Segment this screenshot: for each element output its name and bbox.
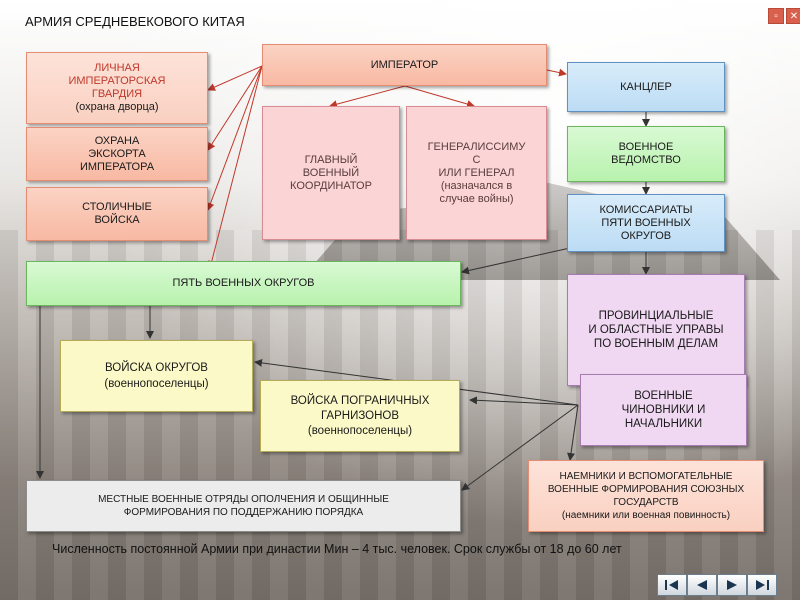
military-dept-line-2: ВЕДОМСТВО	[611, 154, 681, 166]
mercenaries-line-1: НАЕМНИКИ И ВСПОМОГАТЕЛЬНЫЕ	[559, 471, 733, 482]
arrow-emperor-capital	[206, 65, 263, 211]
officials-line-3: НАЧАЛЬНИКИ	[624, 418, 703, 430]
border-troops-line-2: ГАРНИЗОНОВ	[320, 409, 400, 422]
arrow-officials-border-troops	[469, 396, 579, 406]
commissariats-line-1: КОМИССАРИАТЫ	[599, 203, 693, 216]
guard-line-2: ИМПЕРАТОРСКАЯ	[68, 75, 166, 87]
escort-box: ОХРАНА ЭКСКОРТА ИМПЕРАТОРА	[26, 127, 208, 181]
capital-troops-box: СТОЛИЧНЫЕ ВОЙСКА	[26, 187, 208, 241]
mercenaries-line-4: (наемники или военная повинность)	[561, 510, 731, 521]
officials-line-1: ВОЕННЫЕ	[634, 390, 693, 402]
local-units-line-2: ФОРМИРОВАНИЯ ПО ПОДДЕРЖАНИЮ ПОРЯДКА	[123, 507, 364, 518]
arrow-emperor-districts	[207, 65, 263, 269]
provincial-offices-box: ПРОВИНЦИАЛЬНЫЕ И ОБЛАСТНЫЕ УПРАВЫ ПО ВОЕ…	[567, 274, 745, 386]
commissariats-box: КОМИССАРИАТЫ ПЯТИ ВОЕННЫХ ОКРУГОВ	[567, 194, 725, 252]
arrow-emperor-coordinator	[329, 85, 406, 109]
window-controls: ▫ ✕	[768, 8, 800, 24]
officials-line-2: ЧИНОВНИКИ И	[621, 404, 706, 416]
chancellor-label: КАНЦЛЕР	[620, 80, 672, 93]
provincial-line-2: И ОБЛАСТНЫЕ УПРАВЫ	[588, 324, 724, 336]
arrow-emperor-guard	[207, 65, 263, 91]
escort-line-3: ИМПЕРАТОРА	[79, 160, 155, 173]
military-dept-line-1: ВОЕННОЕ	[618, 141, 674, 153]
mercenaries-box: НАЕМНИКИ И ВСПОМОГАТЕЛЬНЫЕ ВОЕННЫЕ ФОРМИ…	[528, 460, 764, 532]
footer-note: Численность постоянной Армии при династи…	[52, 542, 622, 556]
arrow-officials-local	[461, 404, 579, 491]
provincial-line-1: ПРОВИНЦИАЛЬНЫЕ	[598, 310, 714, 322]
local-units-box: МЕСТНЫЕ ВОЕННЫЕ ОТРЯДЫ ОПОЛЧЕНИЯ И ОБЩИН…	[26, 480, 461, 532]
emperor-label: ИМПЕРАТОР	[370, 58, 439, 71]
provincial-line-3: ПО ВОЕННЫМ ДЕЛАМ	[593, 338, 719, 350]
window-icon[interactable]: ▫	[768, 8, 784, 24]
guard-line-1: ЛИЧНАЯ	[94, 62, 140, 74]
generalissimo-box: ГЕНЕРАЛИССИМУ С ИЛИ ГЕНЕРАЛ (назначался …	[406, 106, 547, 240]
personal-guard-box: ЛИЧНАЯ ИМПЕРАТОРСКАЯ ГВАРДИЯ (охрана дво…	[26, 52, 208, 124]
district-troops-line-1: ВОЙСКА ОКРУГОВ	[105, 362, 208, 374]
military-department-box: ВОЕННОЕ ВЕДОМСТВО	[567, 126, 725, 182]
capital-line-2: ВОЙСКА	[94, 214, 140, 226]
coordinator-box: ГЛАВНЫЙ ВОЕННЫЙ КООРДИНАТОР	[262, 106, 400, 240]
coordinator-line-2: ВОЕННЫЙ	[302, 166, 360, 179]
coordinator-line-1: ГЛАВНЫЙ	[304, 153, 358, 166]
last-slide-icon[interactable]	[747, 574, 777, 596]
generalissimo-line-3: ИЛИ ГЕНЕРАЛ	[438, 166, 515, 179]
commissariats-line-3: ОКРУГОВ	[620, 229, 672, 242]
border-troops-box: ВОЙСКА ПОГРАНИЧНЫХ ГАРНИЗОНОВ (военнопос…	[260, 380, 460, 452]
guard-line-3: ГВАРДИЯ	[91, 88, 143, 100]
military-officials-box: ВОЕННЫЕ ЧИНОВНИКИ И НАЧАЛЬНИКИ	[580, 374, 747, 446]
next-slide-icon[interactable]	[717, 574, 747, 596]
coordinator-line-3: КООРДИНАТОР	[290, 179, 372, 192]
arrow-commissariats-districts	[461, 247, 571, 275]
first-slide-icon[interactable]	[657, 574, 687, 596]
generalissimo-line-4: (назначался в	[440, 179, 513, 192]
generalissimo-line-5: случае войны)	[439, 192, 514, 205]
emperor-box: ИМПЕРАТОР	[262, 44, 547, 86]
guard-line-4: (охрана дворца)	[75, 101, 159, 113]
arrow-emperor-chancellor	[546, 68, 567, 77]
escort-line-1: ОХРАНА	[94, 134, 140, 147]
escort-line-2: ЭКСКОРТА	[88, 147, 146, 160]
arrow-officials-mercenaries	[567, 404, 579, 461]
district-troops-box: ВОЙСКА ОКРУГОВ (военнопоселенцы)	[60, 340, 253, 412]
arrow-emperor-general	[404, 85, 475, 108]
arrow-emperor-escort	[207, 65, 263, 151]
border-troops-line-3: (военнопоселенцы)	[307, 424, 413, 437]
mercenaries-line-2: ВОЕННЫЕ ФОРМИРОВАНИЯ СОЮЗНЫХ	[547, 484, 745, 495]
capital-line-1: СТОЛИЧНЫЕ	[82, 201, 152, 213]
local-units-line-1: МЕСТНЫЕ ВОЕННЫЕ ОТРЯДЫ ОПОЛЧЕНИЯ И ОБЩИН…	[98, 494, 389, 505]
border-troops-line-1: ВОЙСКА ПОГРАНИЧНЫХ	[290, 394, 430, 407]
generalissimo-line-1: ГЕНЕРАЛИССИМУ	[427, 140, 526, 153]
chancellor-box: КАНЦЛЕР	[567, 62, 725, 112]
previous-slide-icon[interactable]	[687, 574, 717, 596]
close-icon[interactable]: ✕	[786, 8, 800, 24]
five-districts-box: ПЯТЬ ВОЕННЫХ ОКРУГОВ	[26, 261, 461, 306]
mercenaries-line-3: ГОСУДАРСТВ	[613, 497, 679, 508]
district-troops-line-2: (военнопоселенцы)	[104, 378, 209, 390]
generalissimo-line-2: С	[472, 153, 481, 166]
page-title: АРМИЯ СРЕДНЕВЕКОВОГО КИТАЯ	[25, 14, 245, 29]
commissariats-line-2: ПЯТИ ВОЕННЫХ	[601, 216, 691, 229]
five-districts-label: ПЯТЬ ВОЕННЫХ ОКРУГОВ	[172, 277, 315, 289]
slide-navigation	[657, 574, 777, 596]
